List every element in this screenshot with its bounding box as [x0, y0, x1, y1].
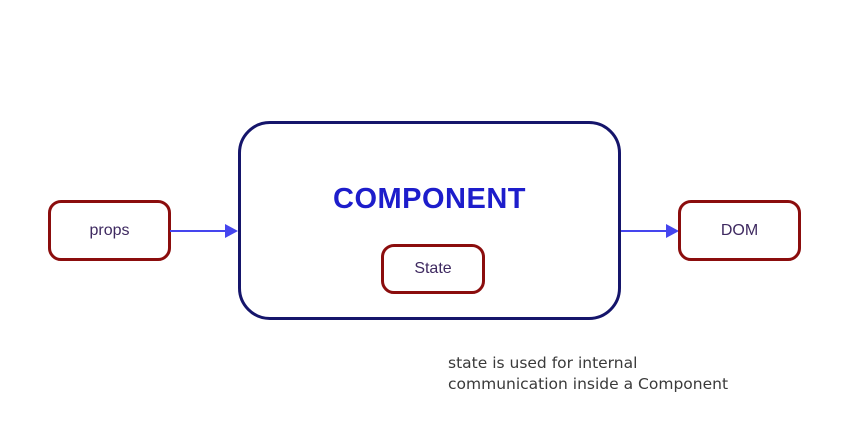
component-box: COMPONENT State	[238, 121, 621, 320]
arrow-line	[170, 229, 227, 233]
dom-box: DOM	[678, 200, 801, 261]
caption-line-1: state is used for internal	[448, 354, 638, 372]
state-box-label: State	[414, 260, 452, 277]
props-box: props	[48, 200, 171, 261]
caption-line-2: communication inside a Component	[448, 375, 729, 393]
arrow-props-to-component	[170, 223, 238, 239]
arrow-head-icon	[666, 224, 679, 238]
dom-box-label: DOM	[720, 221, 759, 239]
state-box: State	[381, 244, 485, 294]
component-box-label: COMPONENT	[333, 183, 526, 215]
arrow-line	[621, 229, 668, 233]
arrow-component-to-dom	[621, 223, 679, 239]
arrow-head-icon	[225, 224, 238, 238]
caption: state is used for internal communication…	[448, 353, 728, 395]
props-box-label: props	[89, 221, 130, 239]
